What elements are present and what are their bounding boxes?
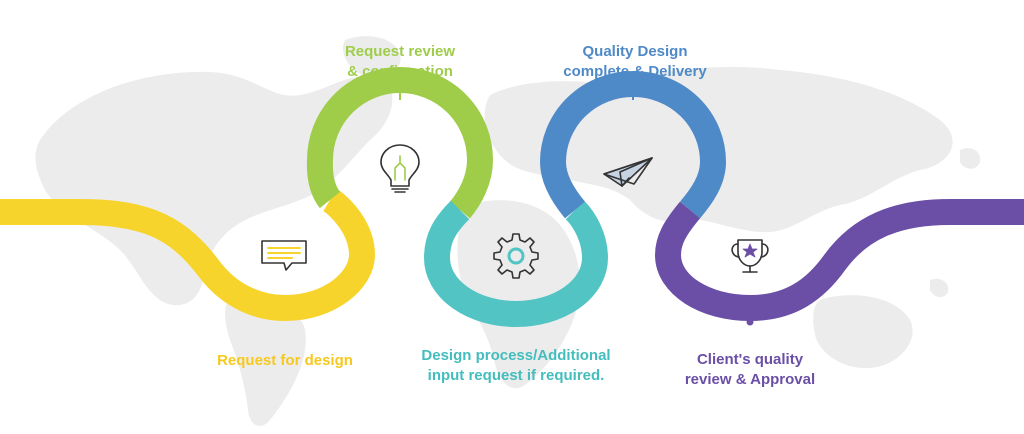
connector-dot-review [396, 84, 404, 92]
connector-dot-approval [746, 318, 754, 326]
step-label-delivery: Quality Design complete & Delivery [540, 42, 730, 82]
ribbon-segment-delivery [539, 71, 727, 219]
trophy-icon [731, 239, 769, 273]
ribbon-segment-approval [654, 199, 1024, 322]
step-label-delivery-line-2: complete & Delivery [563, 63, 707, 80]
process-ribbon [0, 67, 1024, 327]
paper-plane-icon [603, 157, 653, 187]
step-label-approval: Client's quality review & Approval [665, 350, 835, 390]
step-label-review-line-1: Request review [344, 43, 456, 60]
step-label-request-line-1: Request for design [217, 352, 353, 369]
connector-dot-request [281, 306, 289, 314]
step-label-approval-line-2: review & Approval [684, 371, 816, 388]
step-label-process-line-1: Design process/Additional [421, 347, 611, 364]
gear-icon [493, 233, 539, 279]
step-label-review: Request review & confirmation [310, 42, 490, 82]
step-label-delivery-line-1: Quality Design [582, 43, 688, 60]
light-bulb-icon [380, 144, 420, 193]
ribbon-segment-review [306, 67, 494, 219]
step-label-review-line-2: & confirmation [347, 63, 453, 80]
speech-bubble-icon [261, 240, 307, 271]
ribbon-segment-request [0, 188, 376, 322]
connectors [281, 84, 754, 326]
step-label-process: Design process/Additional input request … [396, 346, 636, 386]
step-label-request: Request for design [190, 351, 380, 371]
connector-dot-delivery [629, 84, 637, 92]
step-label-process-line-2: input request if required. [427, 367, 605, 384]
world-map-background [35, 36, 981, 426]
connector-dot-process [512, 318, 520, 326]
step-label-approval-line-1: Client's quality [696, 351, 804, 368]
